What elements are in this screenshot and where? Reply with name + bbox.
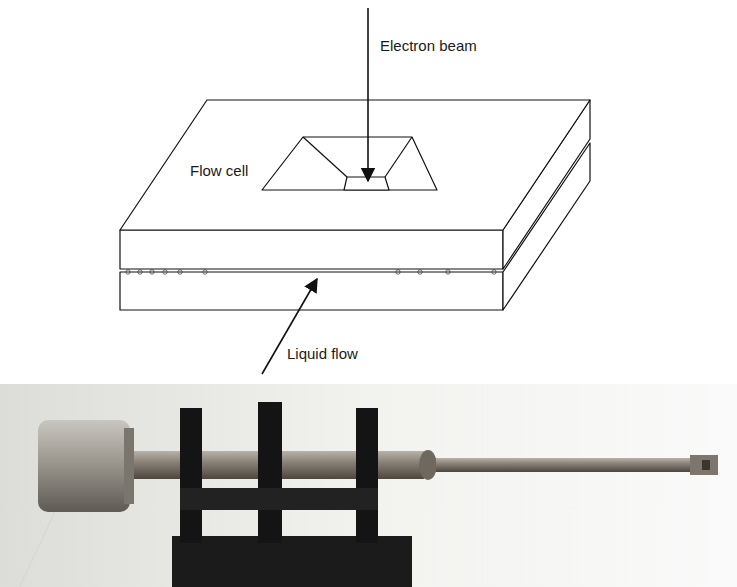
- holder-photo: [0, 384, 737, 587]
- arrow-label: Electron beam: [380, 38, 477, 55]
- arrow-label: Liquid flow: [287, 346, 358, 363]
- part-label: Flow cell: [190, 163, 248, 180]
